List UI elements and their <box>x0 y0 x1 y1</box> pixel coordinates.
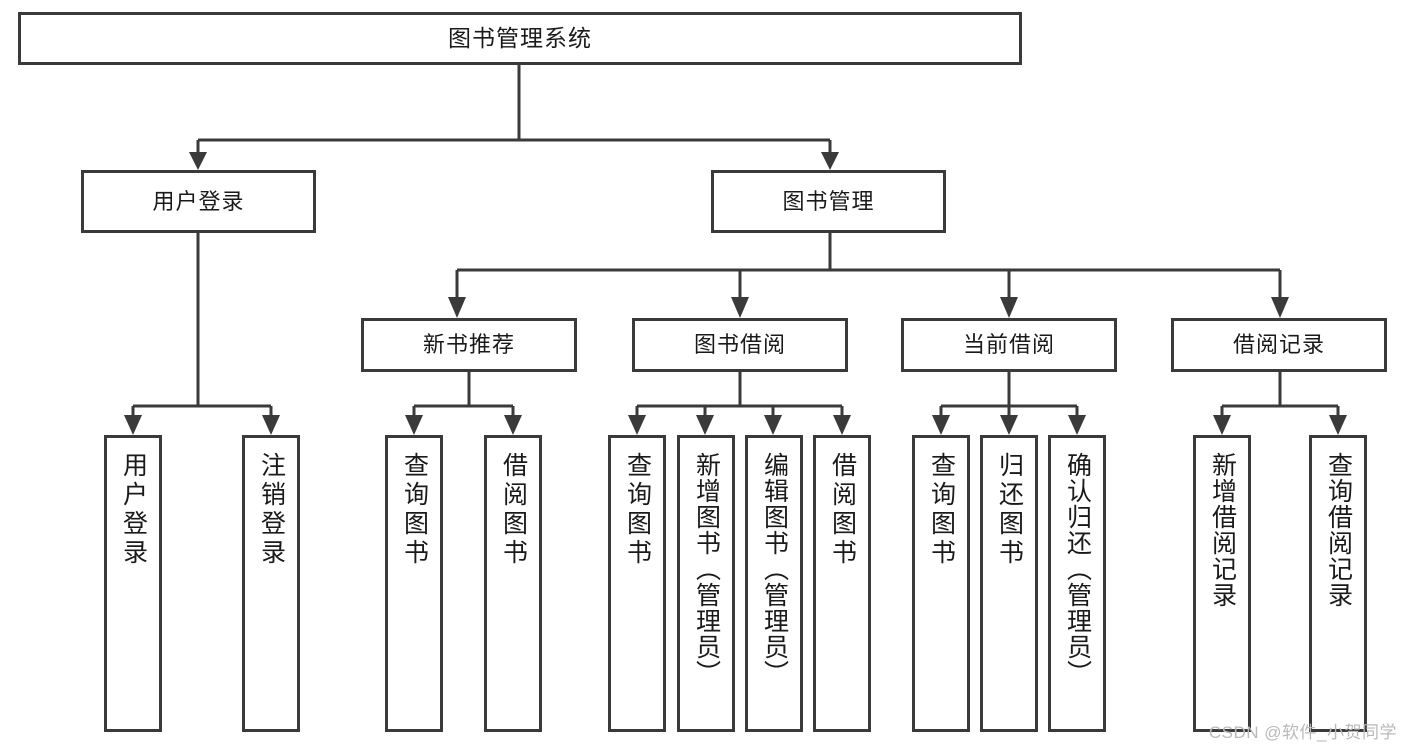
node-leaf-logout-label: 注销登录 <box>257 452 286 568</box>
node-book-management[interactable]: 图书管理 <box>711 170 946 233</box>
node-leaf-query-borrow-record[interactable]: 查询借阅记录 <box>1309 435 1367 732</box>
node-leaf-user-login[interactable]: 用户登录 <box>104 435 162 732</box>
arrowhead-l3-3 <box>1000 297 1018 318</box>
arrowhead-bb-3 <box>764 415 782 435</box>
arrowhead-ul-2 <box>262 415 280 435</box>
arrowhead-br-1 <box>1213 415 1231 435</box>
node-leaf-user-login-label: 用户登录 <box>119 452 148 568</box>
node-leaf-query-book-current[interactable]: 查询图书 <box>912 435 970 732</box>
node-book-borrow-label: 图书借阅 <box>693 332 786 358</box>
node-leaf-add-borrow-record[interactable]: 新增借阅记录 <box>1193 435 1251 732</box>
node-leaf-borrow-book-newbook-label: 借阅图书 <box>499 452 528 568</box>
node-leaf-borrow-book-newbook[interactable]: 借阅图书 <box>484 435 542 732</box>
arrowhead-br-2 <box>1329 415 1347 435</box>
node-book-borrow[interactable]: 图书借阅 <box>632 318 848 372</box>
node-leaf-query-book-borrow[interactable]: 查询图书 <box>608 435 666 732</box>
node-leaf-add-book-admin[interactable]: 新增图书（管理员） <box>677 435 735 732</box>
node-borrow-record[interactable]: 借阅记录 <box>1171 318 1387 372</box>
node-leaf-confirm-return-admin-label: 确认归还（管理员） <box>1063 452 1092 686</box>
arrowhead-bb-4 <box>833 415 851 435</box>
node-borrow-record-label: 借阅记录 <box>1232 332 1325 358</box>
arrowhead-l3-2 <box>731 297 749 318</box>
node-leaf-query-book-newbook-label: 查询图书 <box>400 452 429 568</box>
node-user-login-label: 用户登录 <box>152 188 245 214</box>
node-leaf-borrow-book-borrow[interactable]: 借阅图书 <box>813 435 871 732</box>
node-leaf-add-book-admin-label: 新增图书（管理员） <box>692 452 721 686</box>
node-leaf-edit-book-admin[interactable]: 编辑图书（管理员） <box>745 435 803 732</box>
arrowhead-user-login <box>189 152 207 170</box>
arrowhead-ul-1 <box>124 415 142 435</box>
arrowhead-cb-2 <box>1000 415 1018 435</box>
arrowhead-nb-2 <box>504 415 522 435</box>
node-leaf-query-book-current-label: 查询图书 <box>927 452 956 568</box>
node-leaf-edit-book-admin-label: 编辑图书（管理员） <box>760 452 789 686</box>
node-book-management-label: 图书管理 <box>782 188 875 214</box>
node-leaf-query-book-newbook[interactable]: 查询图书 <box>385 435 443 732</box>
node-root-label: 图书管理系统 <box>448 24 592 51</box>
node-current-borrow[interactable]: 当前借阅 <box>901 318 1117 372</box>
arrowhead-cb-3 <box>1068 415 1086 435</box>
arrowhead-l3-4 <box>1271 297 1289 318</box>
node-leaf-borrow-book-borrow-label: 借阅图书 <box>828 452 857 568</box>
arrowhead-book-mgmt <box>821 152 839 170</box>
node-leaf-add-borrow-record-label: 新增借阅记录 <box>1208 452 1237 608</box>
arrowhead-cb-1 <box>932 415 950 435</box>
node-new-book-recommend-label: 新书推荐 <box>422 332 515 358</box>
node-leaf-logout[interactable]: 注销登录 <box>242 435 300 732</box>
node-current-borrow-label: 当前借阅 <box>962 332 1055 358</box>
arrowhead-nb-1 <box>405 415 423 435</box>
node-leaf-query-book-borrow-label: 查询图书 <box>623 452 652 568</box>
arrowhead-bb-1 <box>628 415 646 435</box>
node-leaf-query-borrow-record-label: 查询借阅记录 <box>1324 452 1353 608</box>
node-user-login[interactable]: 用户登录 <box>81 170 316 233</box>
node-root[interactable]: 图书管理系统 <box>18 12 1022 65</box>
node-leaf-return-book-label: 归还图书 <box>995 452 1024 568</box>
arrowhead-bb-2 <box>696 415 714 435</box>
node-leaf-confirm-return-admin[interactable]: 确认归还（管理员） <box>1048 435 1106 732</box>
node-leaf-return-book[interactable]: 归还图书 <box>980 435 1038 732</box>
node-new-book-recommend[interactable]: 新书推荐 <box>361 318 577 372</box>
arrowhead-l3-1 <box>448 297 466 318</box>
